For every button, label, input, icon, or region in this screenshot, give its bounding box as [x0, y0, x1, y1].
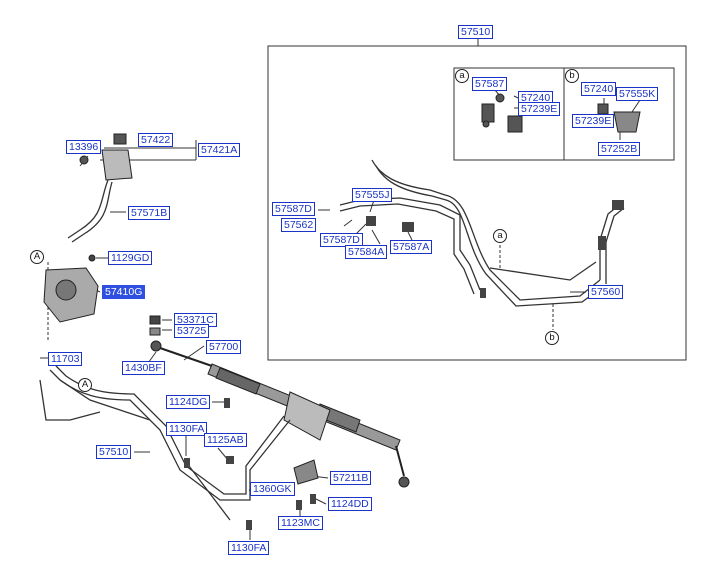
part-label-57510-bottom[interactable]: 57510	[96, 445, 132, 459]
part-label-1129GD[interactable]: 1129GD	[108, 251, 153, 265]
part-label-57562[interactable]: 57562	[281, 218, 317, 232]
callout-A-pump[interactable]: A	[30, 250, 44, 264]
part-label-1125AB[interactable]: 1125AB	[204, 433, 247, 447]
part-label-57571B[interactable]: 57571B	[128, 206, 171, 220]
part-label-57587D-1[interactable]: 57587D	[272, 202, 315, 216]
part-label-11703[interactable]: 11703	[48, 352, 83, 366]
callout-b-detail[interactable]: b	[565, 69, 579, 83]
part-label-57510-top[interactable]: 57510	[458, 25, 494, 39]
part-label-57239E-a[interactable]: 57239E	[518, 102, 561, 116]
part-label-1130FA-2[interactable]: 1130FA	[228, 541, 270, 555]
part-label-57555J[interactable]: 57555J	[352, 188, 393, 202]
part-label-57252B[interactable]: 57252B	[598, 142, 641, 156]
part-label-57700[interactable]: 57700	[206, 340, 242, 354]
part-label-57587A[interactable]: 57587A	[390, 240, 433, 254]
part-label-57587[interactable]: 57587	[472, 77, 508, 91]
part-label-57422[interactable]: 57422	[138, 133, 174, 147]
part-label-57239E-b[interactable]: 57239E	[572, 114, 615, 128]
part-label-1124DD[interactable]: 1124DD	[328, 497, 372, 511]
part-label-1360GK[interactable]: 1360GK	[250, 482, 295, 496]
part-label-53725[interactable]: 53725	[174, 324, 210, 338]
part-label-1124DG[interactable]: 1124DG	[166, 395, 211, 409]
part-label-57560[interactable]: 57560	[588, 285, 624, 299]
part-label-57584A[interactable]: 57584A	[345, 245, 388, 259]
part-label-57410G[interactable]: 57410G	[102, 285, 146, 299]
callout-A-hose[interactable]: A	[78, 378, 92, 392]
part-label-1130FA-1[interactable]: 1130FA	[166, 422, 208, 436]
inset-frame	[267, 45, 687, 361]
callout-a-hose[interactable]: a	[493, 229, 507, 243]
part-label-57555K[interactable]: 57555K	[616, 87, 659, 101]
part-label-1123MC[interactable]: 1123MC	[278, 516, 323, 530]
callout-a-detail[interactable]: a	[455, 69, 469, 83]
part-label-57587D-2[interactable]: 57587D	[320, 233, 363, 247]
part-label-57211B[interactable]: 57211B	[330, 471, 372, 485]
part-label-57421A[interactable]: 57421A	[198, 143, 241, 157]
callout-b-hose[interactable]: b	[545, 331, 559, 345]
part-label-1430BF[interactable]: 1430BF	[122, 361, 165, 375]
part-label-13396[interactable]: 13396	[66, 140, 102, 154]
part-label-57240-b[interactable]: 57240	[581, 82, 617, 96]
